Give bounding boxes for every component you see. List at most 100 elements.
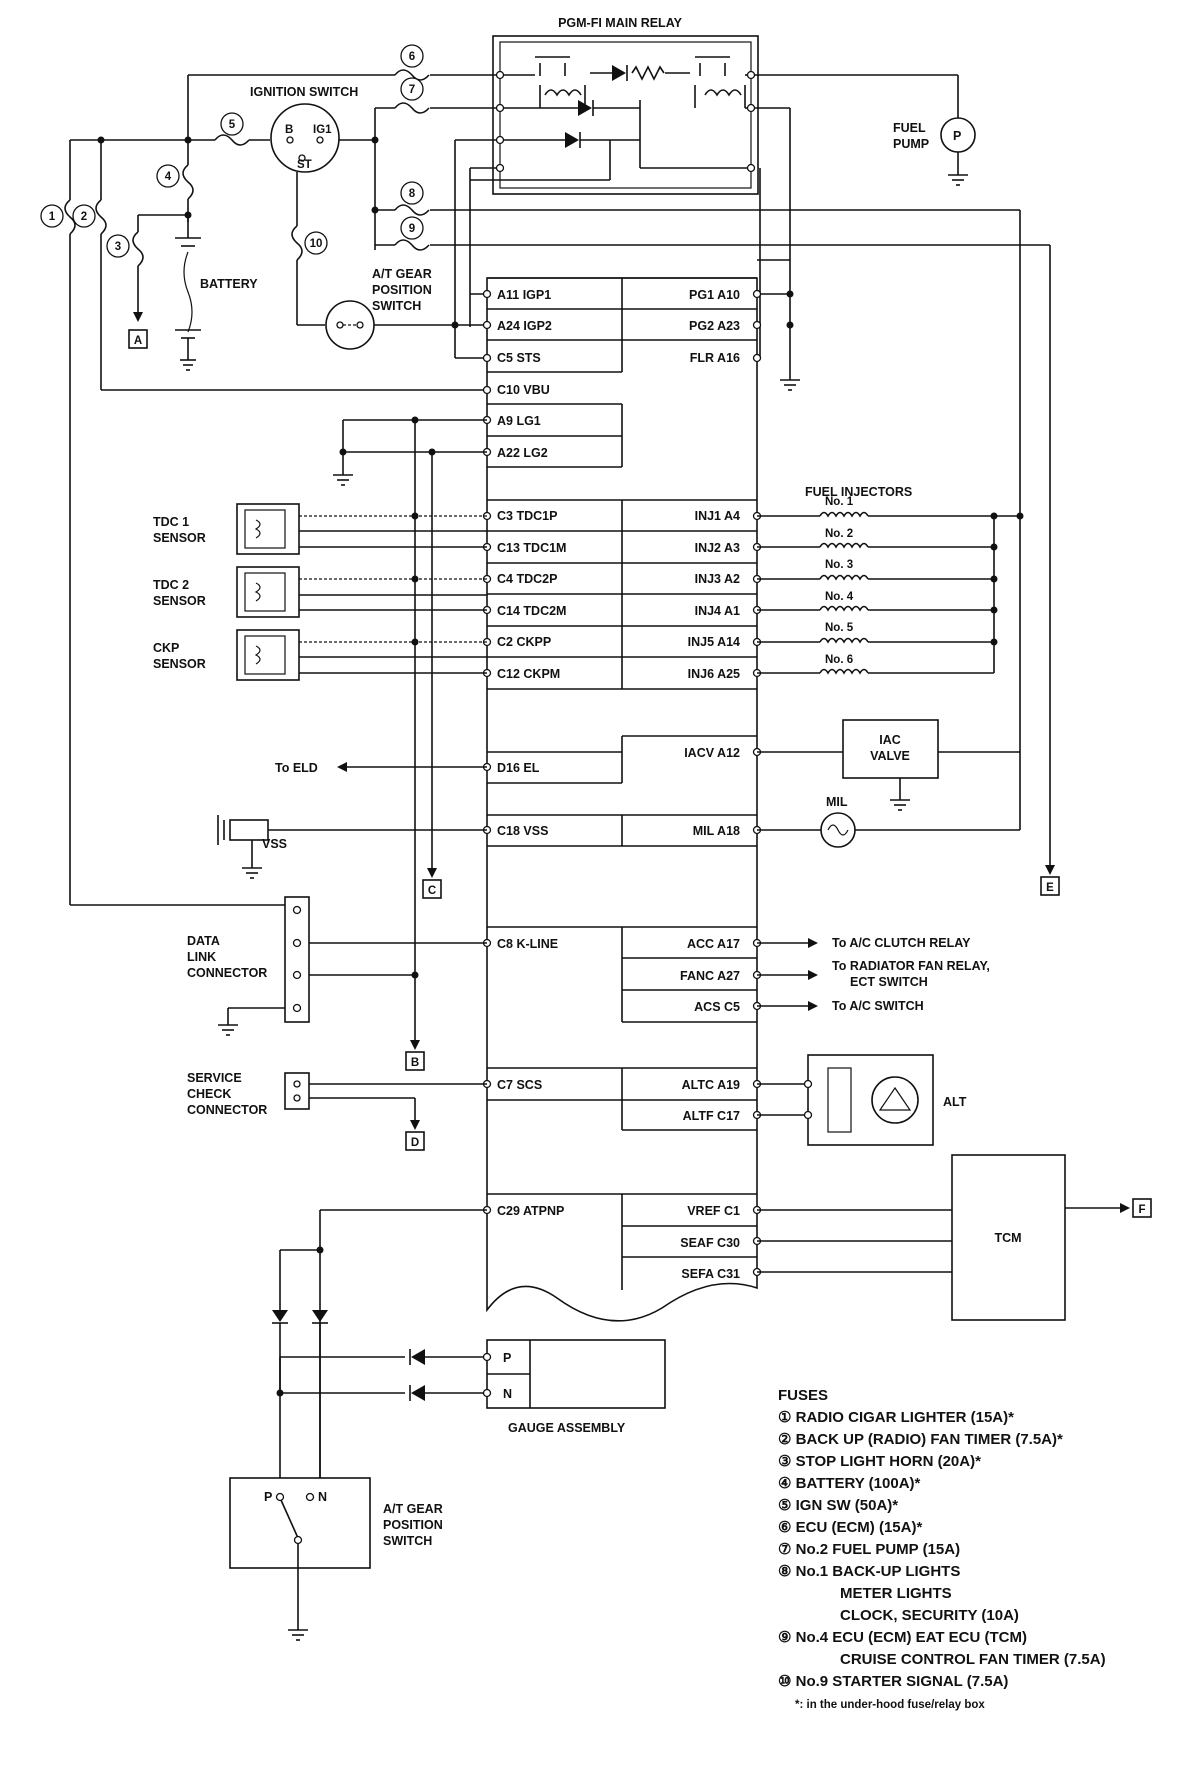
fuse-num-8: 8 — [409, 188, 416, 200]
ref-b: B — [411, 1057, 419, 1069]
scc-l3: CONNECTOR — [187, 1103, 267, 1117]
fuse-footnote: *: in the under-hood fuse/relay box — [795, 1699, 985, 1711]
ig-ig1-label: IG1 — [313, 124, 332, 136]
fuse-num-9: 9 — [409, 223, 415, 235]
scc-l1: SERVICE — [187, 1071, 242, 1085]
ecm-right-pins: PG1 A10 PG2 A23 FLR A16 INJ1 A4 INJ2 A3 … — [680, 288, 740, 1281]
at-bottom-n: N — [318, 1490, 327, 1504]
pin-altf-c17: ALTF C17 — [683, 1109, 740, 1123]
fuse-num-6: 6 — [409, 51, 415, 63]
terminal-refs: A B C D E F — [128, 329, 1152, 1218]
tdc2-l2: SENSOR — [153, 594, 206, 608]
pin-c14-tdc2m: C14 TDC2M — [497, 604, 566, 618]
pin-a22-lg2: A22 LG2 — [497, 446, 548, 460]
pin-pg2-a23: PG2 A23 — [689, 319, 740, 333]
pin-fanc-a27: FANC A27 — [680, 969, 740, 983]
fuse-item-8: ⑧ No.1 BACK-UP LIGHTS — [778, 1563, 960, 1580]
pin-a11-igp1: A11 IGP1 — [497, 288, 551, 302]
fuse-item-3: ③ STOP LIGHT HORN (20A)* — [778, 1453, 981, 1470]
fuel-pump-l1: FUEL — [893, 121, 926, 135]
dlc-l3: CONNECTOR — [187, 966, 267, 980]
pin-mil-a18: MIL A18 — [693, 824, 740, 838]
to-rad-fan-l2: ECT SWITCH — [850, 975, 928, 989]
tcm-label: TCM — [994, 1231, 1021, 1245]
at-switch-top-l1: A/T GEAR — [372, 267, 432, 281]
pin-inj1-a4: INJ1 A4 — [695, 509, 740, 523]
to-eld-label: To ELD — [275, 761, 318, 775]
fuses-legend: FUSES ① RADIO CIGAR LIGHTER (15A)* ② BAC… — [778, 1387, 1106, 1711]
alt-label: ALT — [943, 1095, 967, 1109]
scc-l2: CHECK — [187, 1087, 231, 1101]
pin-c3-tdc1p: C3 TDC1P — [497, 509, 557, 523]
bottom-left: P N GAUGE ASSEMBLY P N A/T GEAR POSITION… — [229, 1209, 666, 1641]
left-side: TDC 1 SENSOR TDC 2 SENSOR CKP SENSOR To … — [153, 419, 487, 1130]
fuel-pump-l2: PUMP — [893, 137, 929, 151]
fuse-item-2: ② BACK UP (RADIO) FAN TIMER (7.5A)* — [778, 1431, 1063, 1448]
inj-label-6: No. 6 — [825, 654, 853, 666]
ref-a: A — [134, 335, 142, 347]
ecm — [486, 277, 758, 1322]
pin-c29-atpnp: C29 ATPNP — [497, 1204, 564, 1218]
mil-label: MIL — [826, 795, 848, 809]
fuse-item-5: ⑤ IGN SW (50A)* — [778, 1497, 898, 1514]
ref-d: D — [411, 1137, 419, 1149]
pin-altc-a19: ALTC A19 — [682, 1078, 740, 1092]
vss-label: VSS — [262, 837, 287, 851]
at-switch-top-l3: SWITCH — [372, 299, 421, 313]
pin-sefa-c31: SEFA C31 — [681, 1267, 740, 1281]
iac-l1: IAC — [879, 733, 901, 747]
pin-c12-ckpm: C12 CKPM — [497, 667, 560, 681]
power-wiring: BATTERY B IG1 ST IGNITION SWITCH — [64, 69, 1051, 906]
ig-st-label: ST — [297, 159, 312, 171]
main-relay-label: PGM-FI MAIN RELAY — [558, 16, 683, 30]
tdc1-l2: SENSOR — [153, 531, 206, 545]
at-switch-top-l2: POSITION — [372, 283, 432, 297]
pin-c5-sts: C5 STS — [497, 351, 541, 365]
gauge-assembly-label: GAUGE ASSEMBLY — [508, 1421, 626, 1435]
gauge-n: N — [503, 1387, 512, 1401]
fuse-item-10: ⑩ No.9 STARTER SIGNAL (7.5A) — [778, 1673, 1008, 1690]
fuse-item-9: ⑨ No.4 ECU (ECM) EAT ECU (TCM) — [778, 1629, 1027, 1646]
pin-inj5-a14: INJ5 A14 — [688, 635, 740, 649]
ref-e: E — [1046, 882, 1054, 894]
fuel-pump-symbol: P — [953, 129, 961, 143]
inj-label-1: No. 1 — [825, 496, 854, 508]
right-side: FUEL INJECTORS No. 1 No. 2 No. 3 No. 4 N… — [757, 485, 1130, 1321]
pin-c10-vbu: C10 VBU — [497, 383, 550, 397]
to-rad-fan-l1: To RADIATOR FAN RELAY, — [832, 959, 990, 973]
fuse-num-10: 10 — [310, 238, 323, 250]
pin-c13-tdc1m: C13 TDC1M — [497, 541, 566, 555]
pin-d16-el: D16 EL — [497, 761, 540, 775]
tdc2-l1: TDC 2 — [153, 578, 189, 592]
pin-acc-a17: ACC A17 — [687, 937, 740, 951]
pin-a9-lg1: A9 LG1 — [497, 414, 541, 428]
pin-c2-ckpp: C2 CKPP — [497, 635, 551, 649]
at-bottom-l2: POSITION — [383, 1518, 443, 1532]
fuse-num-7: 7 — [409, 84, 415, 96]
fuse-badges: 6 7 5 4 1 2 3 8 9 10 — [40, 44, 424, 258]
at-bottom-l1: A/T GEAR — [383, 1502, 443, 1516]
fuse-item-4: ④ BATTERY (100A)* — [778, 1475, 921, 1492]
to-ac-switch: To A/C SWITCH — [832, 999, 924, 1013]
fuse-item-8b: METER LIGHTS — [840, 1585, 952, 1602]
inj-label-2: No. 2 — [825, 528, 853, 540]
at-bottom-l3: SWITCH — [383, 1534, 432, 1548]
ref-f: F — [1138, 1204, 1145, 1216]
pin-c4-tdc2p: C4 TDC2P — [497, 572, 557, 586]
pin-inj6-a25: INJ6 A25 — [688, 667, 740, 681]
fuse-item-9b: CRUISE CONTROL FAN TIMER (7.5A) — [840, 1651, 1106, 1668]
junction-dots — [97, 136, 1024, 1397]
fuse-num-3: 3 — [115, 241, 121, 253]
battery-label: BATTERY — [200, 277, 258, 291]
gauge-p: P — [503, 1351, 511, 1365]
ref-c: C — [428, 885, 436, 897]
ckp-l2: SENSOR — [153, 657, 206, 671]
inj-label-5: No. 5 — [825, 622, 854, 634]
fuse-item-6: ⑥ ECU (ECM) (15A)* — [778, 1519, 922, 1536]
ig-b-label: B — [285, 124, 293, 136]
dlc-l2: LINK — [187, 950, 216, 964]
fuse-item-7: ⑦ No.2 FUEL PUMP (15A) — [778, 1541, 960, 1558]
dlc-l1: DATA — [187, 934, 220, 948]
pin-inj2-a3: INJ2 A3 — [695, 541, 740, 555]
fuse-num-1: 1 — [49, 211, 56, 223]
